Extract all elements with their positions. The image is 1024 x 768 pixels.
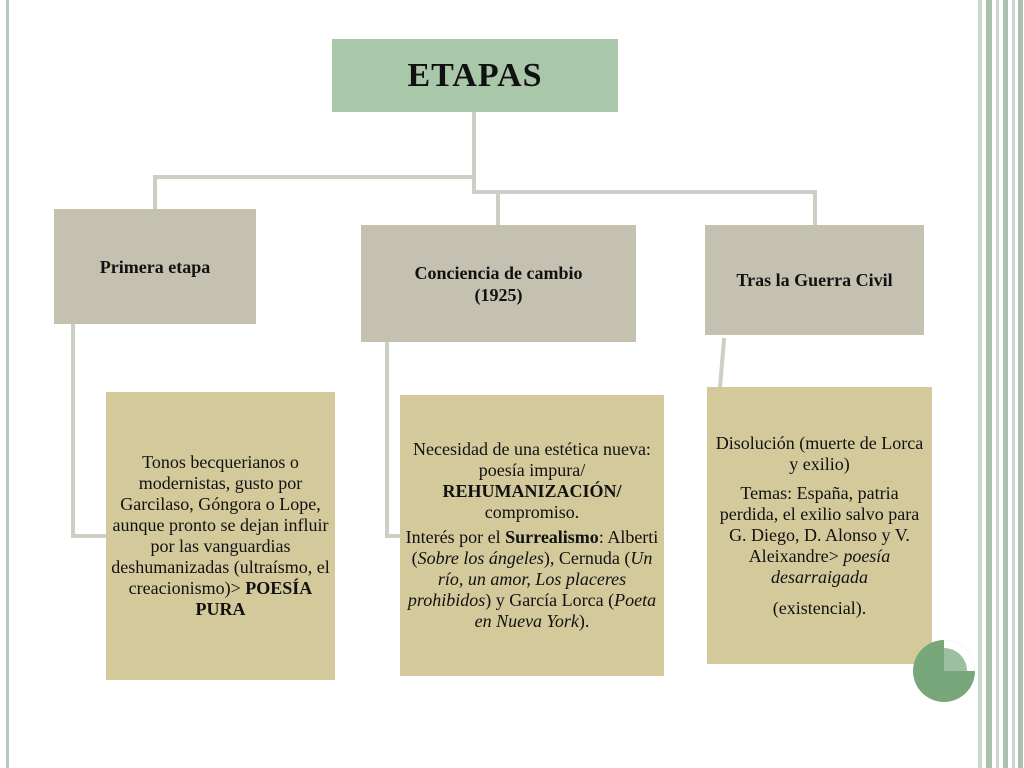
- work-title: Poeta en Nueva York: [474, 590, 657, 631]
- right-border-stripe: [1018, 0, 1023, 768]
- detail-emphasis: poesía desarraigada: [770, 545, 891, 587]
- stage-title: Tras la Guerra Civil: [736, 270, 893, 290]
- stage-year: (1925): [474, 284, 523, 305]
- detail-text: (existencial).: [772, 597, 867, 618]
- right-border-stripe: [986, 0, 992, 768]
- detail-text: ).: [578, 611, 590, 631]
- detail-text: ) y García Lorca (: [485, 590, 615, 610]
- detail-paragraph: Tonos becquerianos o modernistas, gusto …: [110, 452, 331, 620]
- detail-text: : Alberti (: [411, 527, 659, 568]
- detail-text: Tonos becquerianos o modernistas, gusto …: [111, 452, 330, 598]
- detail-emphasis: Surrealismo: [505, 527, 599, 547]
- connector-stage1-detail: [71, 322, 108, 538]
- detail-emphasis: REHUMANIZACIÓN/: [442, 481, 622, 501]
- detail-paragraph: Temas: España, patria perdida, el exilio…: [711, 483, 928, 588]
- root-label: ETAPAS: [407, 56, 543, 94]
- work-title: Sobre los ángeles: [417, 548, 544, 568]
- detail-text: ), Cernuda (: [543, 548, 631, 568]
- left-border-rule: [6, 0, 9, 768]
- detail-paragraph: Disolución (muerte de Lorca y exilio): [711, 433, 928, 475]
- detail-text: Necesidad de una estética nueva: poesía …: [413, 439, 651, 480]
- right-border-stripe: [978, 0, 982, 768]
- stage-title: Conciencia de cambio: [414, 262, 583, 283]
- detail-text: Temas: España, patria perdida, el exilio…: [719, 482, 920, 566]
- work-title: Un río, un amor, Los placeres prohibidos: [407, 548, 653, 610]
- stage-title: Primera etapa: [99, 256, 211, 277]
- root-node: ETAPAS: [332, 39, 618, 112]
- detail-paragraph: Necesidad de una estética nueva: poesía …: [404, 439, 660, 523]
- right-border-stripe: [1012, 0, 1015, 768]
- stage-node-primera-etapa: Primera etapa: [54, 209, 256, 324]
- detail-emphasis: POESÍA PURA: [195, 578, 313, 619]
- detail-text: Disolución (muerte de Lorca y exilio): [715, 432, 924, 474]
- detail-text: Interés por el: [405, 527, 501, 547]
- connector-stage3-detail: [717, 337, 727, 390]
- detail-text: compromiso.: [484, 502, 580, 522]
- detail-node-primera-etapa: Tonos becquerianos o modernistas, gusto …: [106, 392, 335, 680]
- right-border-stripe: [996, 0, 999, 768]
- stage-node-tras-la-guerra-civil: Tras la Guerra Civil: [705, 225, 924, 335]
- right-border-stripe: [1003, 0, 1008, 768]
- detail-paragraph: (existencial).: [773, 598, 866, 619]
- stage-node-conciencia-de-cambio: Conciencia de cambio (1925): [361, 225, 636, 342]
- detail-node-conciencia-de-cambio: Necesidad de una estética nueva: poesía …: [400, 395, 664, 676]
- detail-node-tras-la-guerra-civil: Disolución (muerte de Lorca y exilio) Te…: [707, 387, 932, 664]
- quarter-circle-disc-icon: [913, 640, 975, 702]
- detail-paragraph: Interés por el Surrealismo: Alberti (Sob…: [404, 527, 660, 632]
- connector-stage2-detail: [385, 340, 402, 538]
